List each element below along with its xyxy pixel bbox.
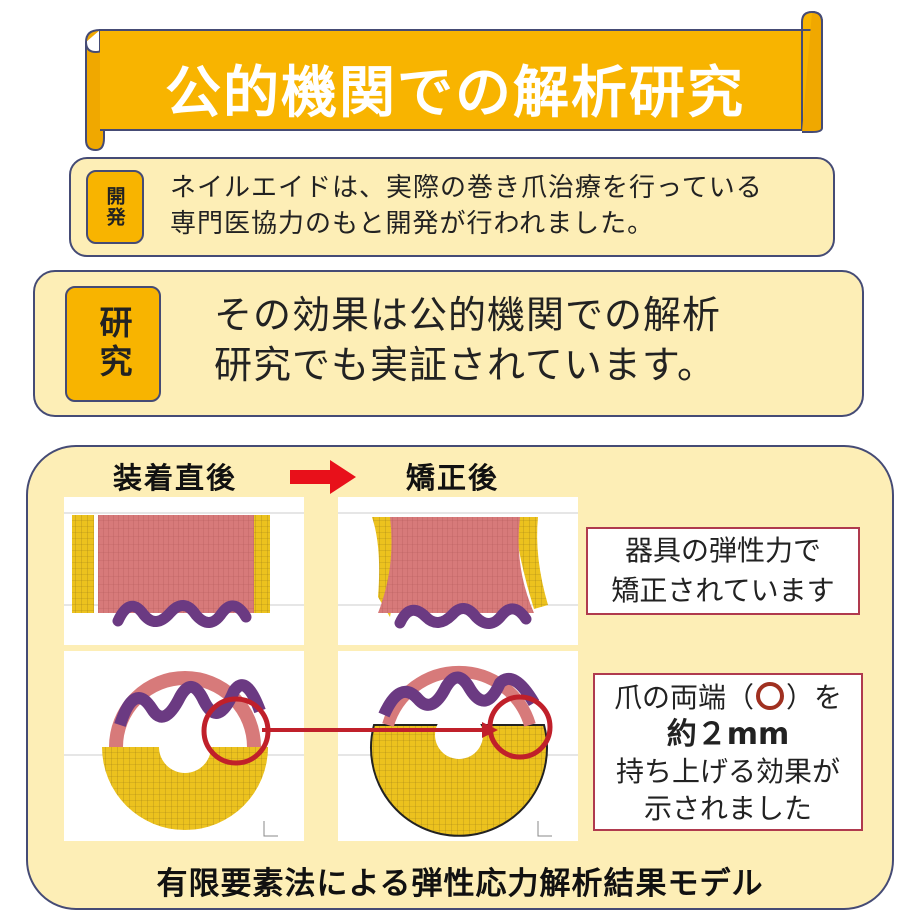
development-text: ネイルエイドは、実際の巻き爪治療を行っている 専門医協力のもと開発が行われました… xyxy=(170,170,830,242)
research-badge: 研究 xyxy=(65,286,161,402)
research-box xyxy=(33,270,864,417)
elastic-force-line-1: 器具の弾性力で xyxy=(624,534,821,567)
lift-effect-line-3: 持ち上げる効果が xyxy=(615,755,840,788)
label-after: 矯正後 xyxy=(406,461,500,495)
fem-after-front-view xyxy=(338,651,578,841)
lift-effect-suffix: ）を xyxy=(786,681,843,714)
fem-before-side-view xyxy=(64,497,304,645)
lift-amount: 約２mm xyxy=(666,717,790,752)
fem-before-front-view xyxy=(64,651,304,841)
development-line-2: 専門医協力のもと開発が行われました。 xyxy=(170,209,655,239)
development-box xyxy=(69,157,835,257)
elastic-force-line-2: 矯正されています xyxy=(611,574,835,607)
research-line-1: その効果は公的機関での解析 xyxy=(214,293,722,337)
lift-effect-line-4: 示されました xyxy=(643,792,812,825)
banner-title: 公的機関での解析研究 xyxy=(165,60,745,126)
elastic-force-callout: 器具の弾性力で 矯正されています xyxy=(586,527,860,615)
development-line-1: ネイルエイドは、実際の巻き爪治療を行っている xyxy=(170,173,763,203)
ring-icon xyxy=(756,682,784,710)
development-badge: 開発 xyxy=(86,170,144,244)
analysis-caption: 有限要素法による弾性応力解析結果モデル xyxy=(156,866,764,902)
lift-effect-line-1: 爪の両端（ ）を xyxy=(595,679,861,716)
research-text: その効果は公的機関での解析 研究でも実証されています。 xyxy=(214,290,854,390)
banner-scroll xyxy=(84,10,824,152)
lift-effect-callout: 爪の両端（ ）を 約２mm 持ち上げる効果が 示されました xyxy=(593,673,863,831)
right-arrow-icon xyxy=(290,460,356,494)
displacement-arrow-icon xyxy=(262,722,498,738)
lift-effect-prefix: 爪の両端（ xyxy=(613,681,754,714)
fem-after-side-view xyxy=(338,497,578,645)
research-line-2: 研究でも実証されています。 xyxy=(214,343,717,387)
label-before: 装着直後 xyxy=(113,461,238,495)
